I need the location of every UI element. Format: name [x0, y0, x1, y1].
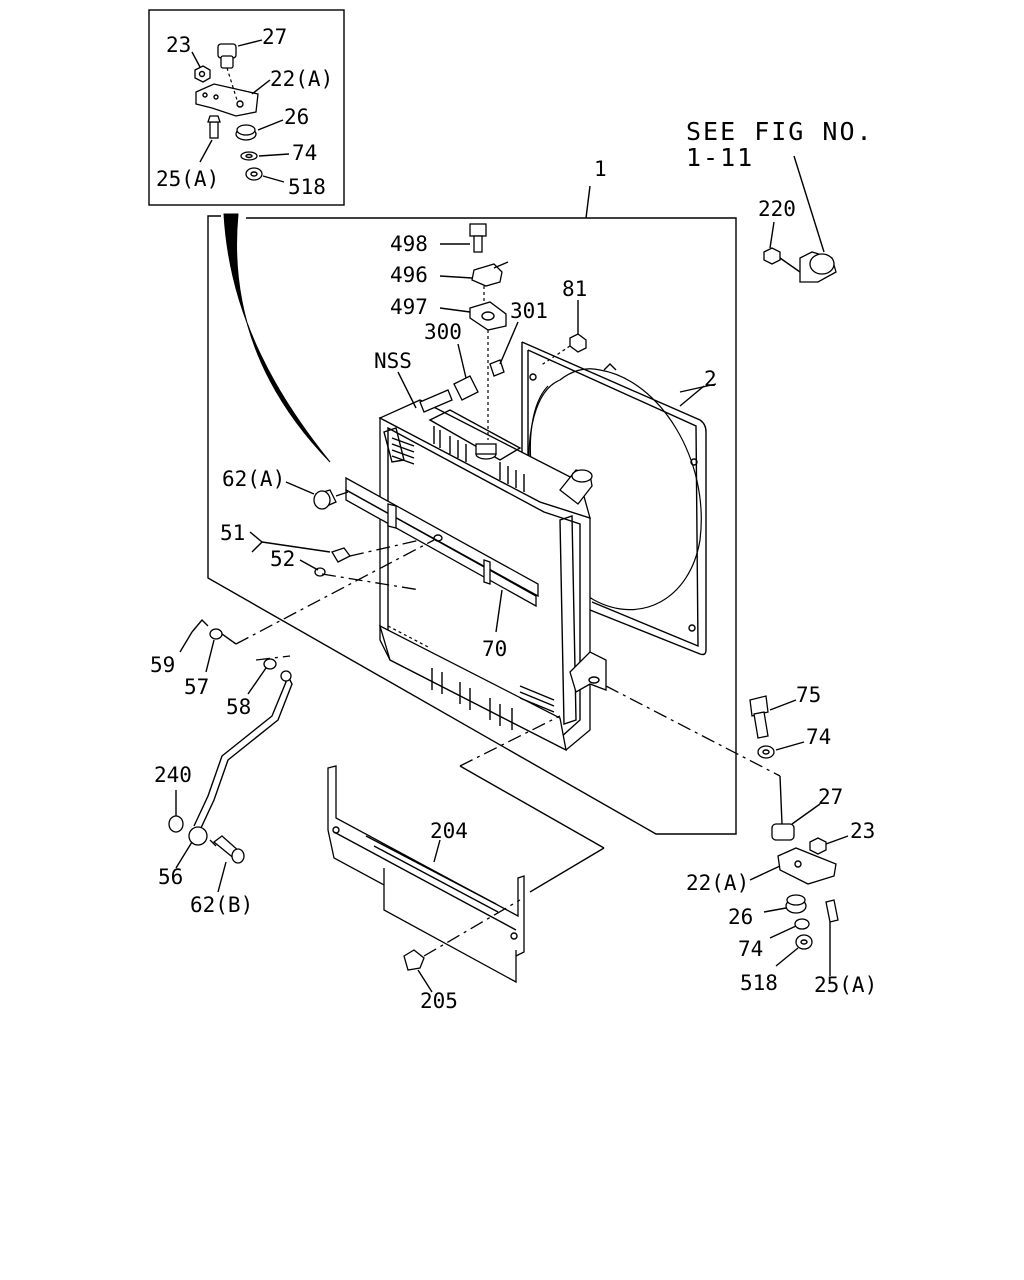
callout-518-bottom: 518	[740, 971, 778, 995]
callout-23-bottom: 23	[850, 819, 875, 843]
callout-27-bottom: 27	[818, 785, 843, 809]
callout-51: 51	[220, 521, 245, 545]
clamp-496	[471, 263, 503, 287]
nut-518-top	[245, 167, 263, 181]
washer-74-top	[240, 151, 258, 161]
callout-26-bottom: 26	[728, 905, 753, 929]
bolt-25a-bottom	[825, 899, 839, 923]
callout-22a-top: 22(A)	[270, 67, 333, 91]
callout-1: 1	[594, 157, 607, 181]
callout-497: 497	[390, 295, 428, 319]
callout-70: 70	[482, 637, 507, 661]
bracket-rod-parts	[168, 539, 435, 893]
callout-27-top: 27	[262, 25, 287, 49]
callout-25a-bottom: 25(A)	[814, 973, 877, 997]
bolt-498	[469, 223, 487, 237]
callout-74-bottom: 74	[738, 937, 763, 961]
mount-detail-inset	[148, 9, 345, 206]
callout-2: 2	[704, 367, 717, 391]
bracket-22a-bottom	[777, 847, 837, 885]
callout-59: 59	[150, 653, 175, 677]
washer-74-mid	[757, 745, 775, 759]
callout-74-top: 74	[292, 141, 317, 165]
right-lower-mount	[605, 685, 849, 976]
bolt-25a-top	[209, 121, 219, 139]
rubber-mount-27-bottom	[771, 823, 795, 841]
callout-74-mid: 74	[806, 725, 831, 749]
nut-518-bottom	[795, 934, 813, 950]
callout-58: 58	[226, 695, 251, 719]
hose-300-and-clip-301	[419, 300, 587, 413]
rod-240	[199, 675, 293, 831]
filler-cap-parts	[439, 223, 509, 440]
bolt-62a-and-bracket	[249, 481, 421, 591]
nut-23-top	[194, 65, 211, 83]
skid-plate-204	[327, 715, 605, 993]
callout-56: 56	[158, 865, 183, 889]
bracket-22a-top	[195, 83, 259, 117]
callout-25a-top: 25(A)	[156, 167, 219, 191]
clamp-220	[763, 155, 837, 283]
callout-75: 75	[796, 683, 821, 707]
nut-81	[569, 333, 587, 353]
hose-300	[453, 375, 479, 401]
callout-57: 57	[184, 675, 209, 699]
washer-57	[209, 628, 223, 640]
callout-23-top: 23	[166, 33, 191, 57]
clip-52	[331, 547, 351, 563]
support-bar-70	[345, 476, 539, 608]
assembly-1-outline	[207, 215, 737, 835]
callout-496: 496	[390, 263, 428, 287]
callout-nss: NSS	[374, 349, 412, 373]
callout-26-top: 26	[284, 105, 309, 129]
callout-300: 300	[424, 320, 462, 344]
bolt-205	[403, 949, 425, 971]
reference-line-2: 1-11	[686, 143, 754, 172]
callout-220: 220	[758, 197, 796, 221]
callout-81: 81	[562, 277, 587, 301]
callout-301: 301	[510, 299, 548, 323]
inset-frame	[148, 9, 345, 206]
radiator-core	[378, 399, 607, 752]
nut-23-bottom	[809, 837, 827, 855]
callout-240: 240	[154, 763, 192, 787]
callout-62a: 62(A)	[222, 467, 285, 491]
callout-205: 205	[420, 989, 458, 1013]
radiator-hose-sweep	[223, 213, 331, 463]
callout-52: 52	[270, 547, 295, 571]
callout-518-top: 518	[288, 175, 326, 199]
gasket-497	[469, 301, 507, 331]
washer-58	[263, 658, 277, 670]
reference-line-1: SEE FIG NO.	[686, 117, 874, 146]
callout-204: 204	[430, 819, 468, 843]
spring-59	[191, 618, 209, 633]
bushing-56	[188, 826, 208, 846]
callout-22a-bottom: 22(A)	[686, 871, 749, 895]
bolt-75	[749, 695, 769, 717]
washer-74-bottom	[794, 918, 810, 930]
clip-301	[489, 359, 505, 377]
callout-62b: 62(B)	[190, 893, 253, 917]
callout-498: 498	[390, 232, 428, 256]
